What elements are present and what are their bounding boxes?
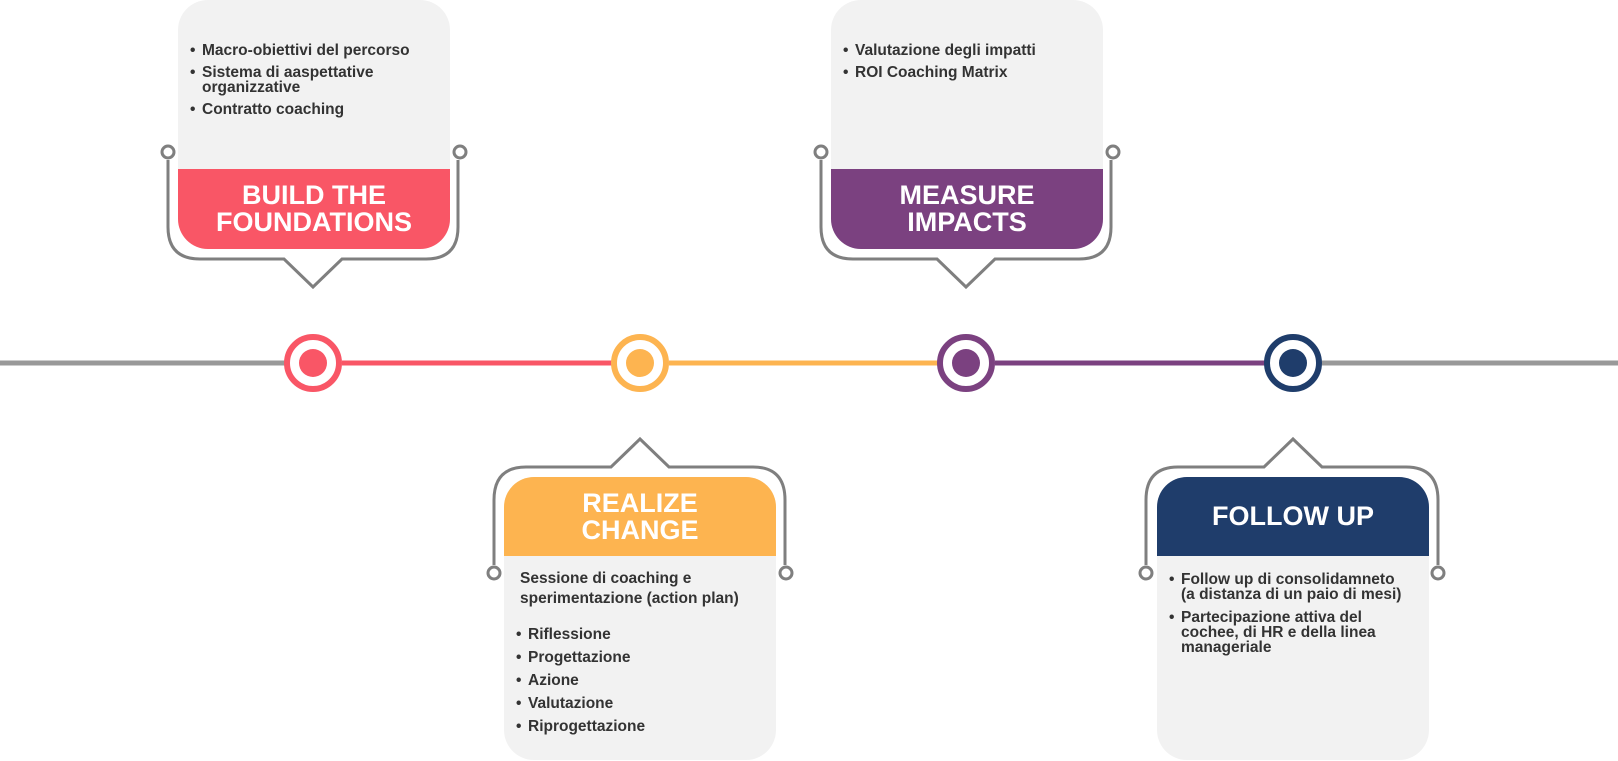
band-measure: MEASURE IMPACTS: [831, 169, 1103, 249]
marker-realize: [611, 334, 669, 392]
bullet-list-follow: Follow up di consolidamneto (a distanza …: [1157, 572, 1429, 656]
stage-title-realize: REALIZE CHANGE: [581, 487, 699, 545]
band-follow: FOLLOW UP: [1157, 477, 1429, 556]
list-item: Valutazione degli impatti: [831, 43, 1103, 59]
list-item: Azione: [504, 673, 776, 689]
list-item: Macro-obiettivi del percorso: [178, 43, 450, 59]
list-item: Progettazione: [504, 650, 776, 666]
card-body-realize: Sessione di coaching e sperimentazione (…: [504, 569, 776, 742]
list-item: Valutazione: [504, 696, 776, 712]
list-item: Follow up di consolidamneto (a distanza …: [1157, 572, 1406, 603]
callout-outline-realize: [486, 436, 794, 581]
band-build: BUILD THE FOUNDATIONS: [178, 169, 450, 249]
list-item: Riprogettazione: [504, 719, 776, 735]
card-body-measure: Valutazione degli impatti ROI Coaching M…: [831, 43, 1103, 87]
marker-build: [284, 334, 342, 392]
list-item: Sistema di aaspettative organizzative: [178, 65, 392, 96]
stage-title-build: BUILD THE FOUNDATIONS: [216, 180, 412, 237]
list-item: Contratto coaching: [178, 102, 450, 118]
list-item: Partecipazione attiva del cochee, di HR …: [1157, 610, 1413, 656]
callout-outline-build: [160, 144, 468, 290]
stage-title-follow: FOLLOW UP: [1212, 501, 1374, 531]
marker-follow: [1264, 334, 1322, 392]
bullet-list-measure: Valutazione degli impatti ROI Coaching M…: [831, 43, 1103, 81]
band-realize: REALIZE CHANGE: [504, 477, 776, 556]
card-body-build: Macro-obiettivi del percorso Sistema di …: [178, 43, 450, 124]
list-item: ROI Coaching Matrix: [831, 65, 1103, 81]
callout-outline-follow: [1138, 436, 1446, 581]
bullet-list-realize: Riflessione Progettazione Azione Valutaz…: [504, 627, 776, 735]
stage-title-measure: MEASURE IMPACTS: [899, 180, 1035, 237]
list-item: Riflessione: [504, 627, 776, 643]
callout-outline-measure: [813, 144, 1121, 290]
marker-measure: [937, 334, 995, 392]
card-realize-change: REALIZE CHANGE Sessione di coaching e sp…: [504, 477, 776, 760]
card-body-follow: Follow up di consolidamneto (a distanza …: [1157, 572, 1429, 662]
bullet-list-build: Macro-obiettivi del percorso Sistema di …: [178, 43, 450, 118]
card-build-the-foundations: Macro-obiettivi del percorso Sistema di …: [178, 0, 450, 249]
card-measure-impacts: Valutazione degli impatti ROI Coaching M…: [831, 0, 1103, 249]
card-follow-up: FOLLOW UP Follow up di consolidamneto (a…: [1157, 477, 1429, 760]
stage-intro-realize: Sessione di coaching e sperimentazione (…: [520, 570, 739, 607]
